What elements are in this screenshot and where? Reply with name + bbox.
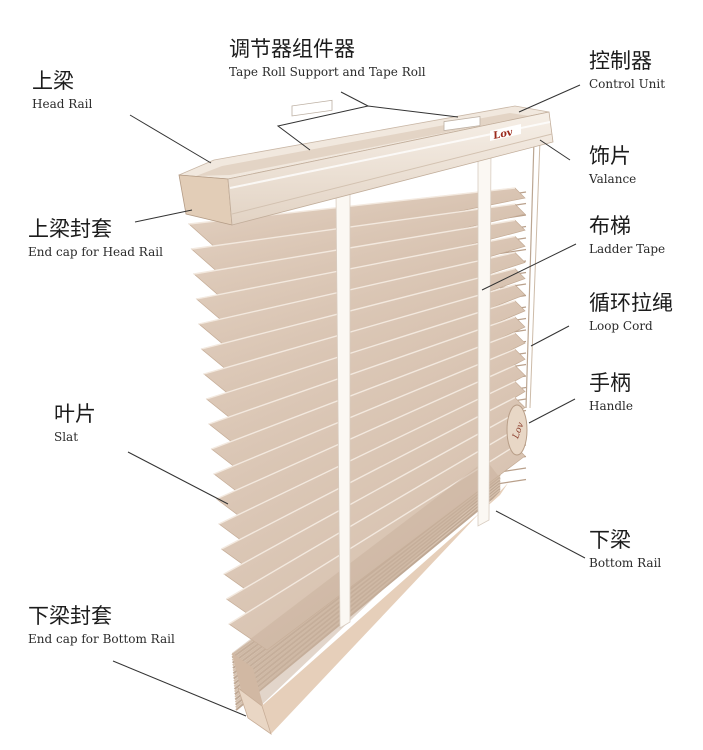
- label-control-unit-en: Control Unit: [589, 77, 666, 91]
- slat-edge: [211, 332, 516, 450]
- label-ladder-tape-zh: 布梯: [589, 214, 631, 238]
- label-loop-cord: 循环拉绳 Loop Cord: [589, 291, 673, 333]
- label-head-rail: 上梁 Head Rail: [32, 69, 93, 111]
- label-head-rail-zh: 上梁: [32, 69, 74, 93]
- handle: Lov: [506, 404, 528, 456]
- slat-edge: [191, 203, 516, 250]
- slat-edge: [203, 284, 516, 375]
- loop-cord: [525, 139, 541, 409]
- leader-ladder-tape: [481, 243, 577, 291]
- leader-end-cap-head: [134, 209, 193, 223]
- leader-control-unit: [518, 84, 581, 113]
- slat-edge: [198, 251, 516, 325]
- slat-edge: [218, 380, 516, 525]
- control-unit-logo: Lov: [490, 124, 521, 142]
- label-loop-cord-en: Loop Cord: [589, 319, 653, 333]
- slat-edge: [223, 413, 516, 575]
- head-rail-logo-text: Lov: [491, 127, 514, 142]
- ladder-tapes: [335, 145, 492, 629]
- label-end-cap-bottom-en: End cap for Bottom Rail: [28, 632, 175, 646]
- leader-head-rail: [129, 114, 212, 164]
- label-loop-cord-zh: 循环拉绳: [589, 291, 673, 315]
- slat-edge: [216, 364, 516, 500]
- label-handle-zh: 手柄: [589, 371, 631, 395]
- leader-tape-roll-top: [340, 91, 369, 107]
- label-bottom-rail-zh: 下梁: [589, 528, 631, 552]
- label-ladder-tape-en: Ladder Tape: [589, 242, 666, 256]
- label-slat: 叶片 Slat: [54, 402, 96, 444]
- leader-handle: [528, 398, 576, 424]
- label-handle-en: Handle: [589, 399, 633, 413]
- leader-tape-roll: [276, 105, 459, 151]
- leader-bottom-rail: [495, 510, 586, 559]
- label-control-unit: 控制器 Control Unit: [589, 49, 666, 91]
- slat-side-edge: [499, 248, 527, 255]
- label-tape-roll-en: Tape Roll Support and Tape Roll: [229, 65, 426, 79]
- label-bottom-rail: 下梁 Bottom Rail: [589, 528, 662, 570]
- label-bottom-rail-en: Bottom Rail: [589, 556, 662, 570]
- valance: [227, 111, 554, 226]
- label-slat-zh: 叶片: [54, 402, 96, 426]
- label-end-cap-bottom-zh: 下梁封套: [28, 604, 112, 628]
- leader-end-cap-bottom: [112, 660, 247, 717]
- head-rail: Lov: [178, 99, 554, 226]
- label-handle: 手柄 Handle: [589, 371, 633, 413]
- label-ladder-tape: 布梯 Ladder Tape: [589, 214, 666, 256]
- label-tape-roll-zh: 调节器组件器: [229, 37, 355, 61]
- label-control-unit-zh: 控制器: [589, 49, 652, 73]
- tape-roll-support-left: [291, 99, 333, 117]
- label-end-cap-bottom: 下梁封套 End cap for Bottom Rail: [28, 604, 175, 646]
- slat-edge: [226, 429, 516, 600]
- slat-edge: [208, 316, 516, 425]
- leader-valance: [539, 139, 571, 161]
- label-end-cap-head: 上梁封套 End cap for Head Rail: [28, 217, 163, 259]
- label-valance-zh: 饰片: [589, 144, 631, 168]
- label-end-cap-head-en: End cap for Head Rail: [28, 245, 163, 259]
- end-cap-head-rail: [178, 174, 233, 226]
- slat-edge: [213, 348, 516, 475]
- label-valance: 饰片 Valance: [589, 144, 637, 186]
- slat-edge: [196, 235, 516, 300]
- leader-lines: [112, 84, 586, 717]
- end-cap-bottom-rail: [237, 686, 272, 736]
- label-head-rail-en: Head Rail: [32, 97, 93, 111]
- slat-side-edge: [499, 478, 527, 485]
- leader-loop-cord: [530, 325, 570, 347]
- label-end-cap-head-zh: 上梁封套: [28, 217, 112, 241]
- slat-edge: [206, 300, 516, 400]
- slat-edge: [201, 267, 516, 350]
- label-slat-en: Slat: [54, 430, 79, 444]
- slat-edge: [193, 219, 516, 275]
- slat-edge: [221, 397, 516, 550]
- leader-slat: [127, 451, 229, 505]
- tape-roll-support-right: [443, 116, 481, 132]
- label-tape-roll: 调节器组件器 Tape Roll Support and Tape Roll: [229, 37, 426, 79]
- label-valance-en: Valance: [589, 172, 637, 186]
